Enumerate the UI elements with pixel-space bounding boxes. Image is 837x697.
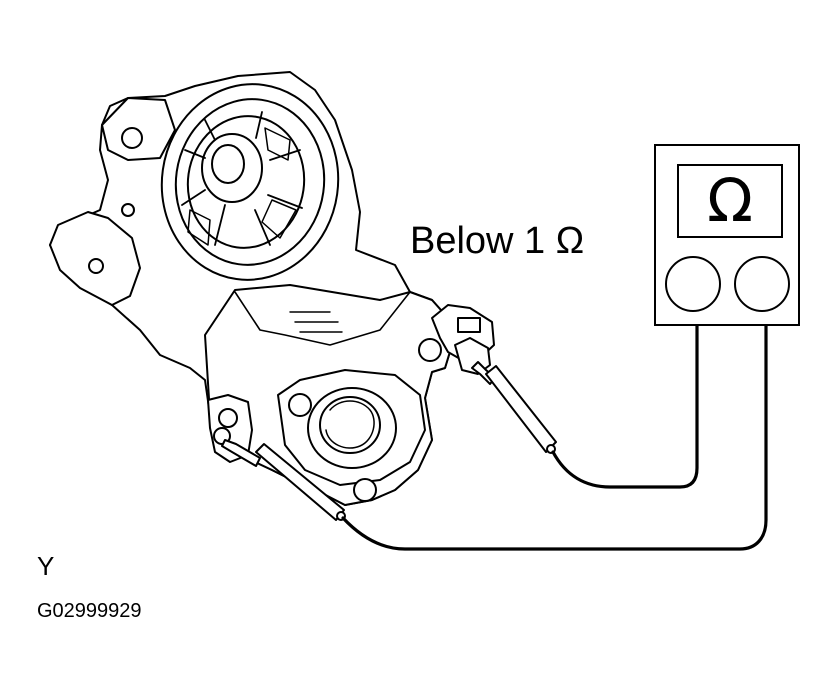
- upper-boss: [101, 97, 176, 161]
- figure-id-label: G02999929: [37, 600, 142, 622]
- gear-window-3: [187, 209, 211, 246]
- ohmmeter: [654, 144, 800, 326]
- flange-bolt-hole: [88, 258, 104, 274]
- test-probes: [221, 361, 557, 521]
- ohmmeter-jack-left: [665, 256, 721, 312]
- test-leads: [341, 303, 768, 551]
- upper-boss-hole: [121, 127, 143, 149]
- terminal-bolt: [218, 408, 238, 428]
- connector-tab: [457, 317, 481, 333]
- end-plate-detail: [325, 400, 375, 449]
- gear-cover-inner: [186, 115, 306, 249]
- lead-lower: [341, 303, 768, 551]
- gear-window-1: [264, 127, 291, 161]
- side-bolt-hole: [121, 203, 135, 217]
- lead-upper: [551, 303, 699, 489]
- gear-hub: [201, 133, 263, 203]
- ohmmeter-jack-right: [734, 256, 790, 312]
- end-plate-screw-top: [288, 393, 312, 417]
- end-plate-screw-right: [418, 338, 442, 362]
- end-plate-core: [319, 396, 381, 454]
- gear-window-2: [261, 199, 297, 239]
- motor-assembly: [49, 71, 495, 506]
- gear-cover-rim: [174, 98, 326, 266]
- ohmmeter-display: [677, 164, 783, 238]
- gear-hub-center: [211, 144, 245, 184]
- probe-lower-tip: [221, 439, 261, 467]
- ohm-symbol: Ω: [707, 166, 753, 236]
- probe-lower-barrel: [255, 443, 345, 521]
- gear-spokes: [181, 111, 303, 246]
- probe-upper-barrel: [485, 365, 557, 453]
- end-plate-screw-bottom: [353, 478, 377, 502]
- resistance-spec-label: Below 1 Ω: [410, 220, 585, 262]
- corner-letter-label: Y: [37, 551, 55, 581]
- yoke-seam: [234, 291, 411, 346]
- end-plate-boss: [307, 387, 397, 469]
- yoke-ribs: [289, 311, 343, 333]
